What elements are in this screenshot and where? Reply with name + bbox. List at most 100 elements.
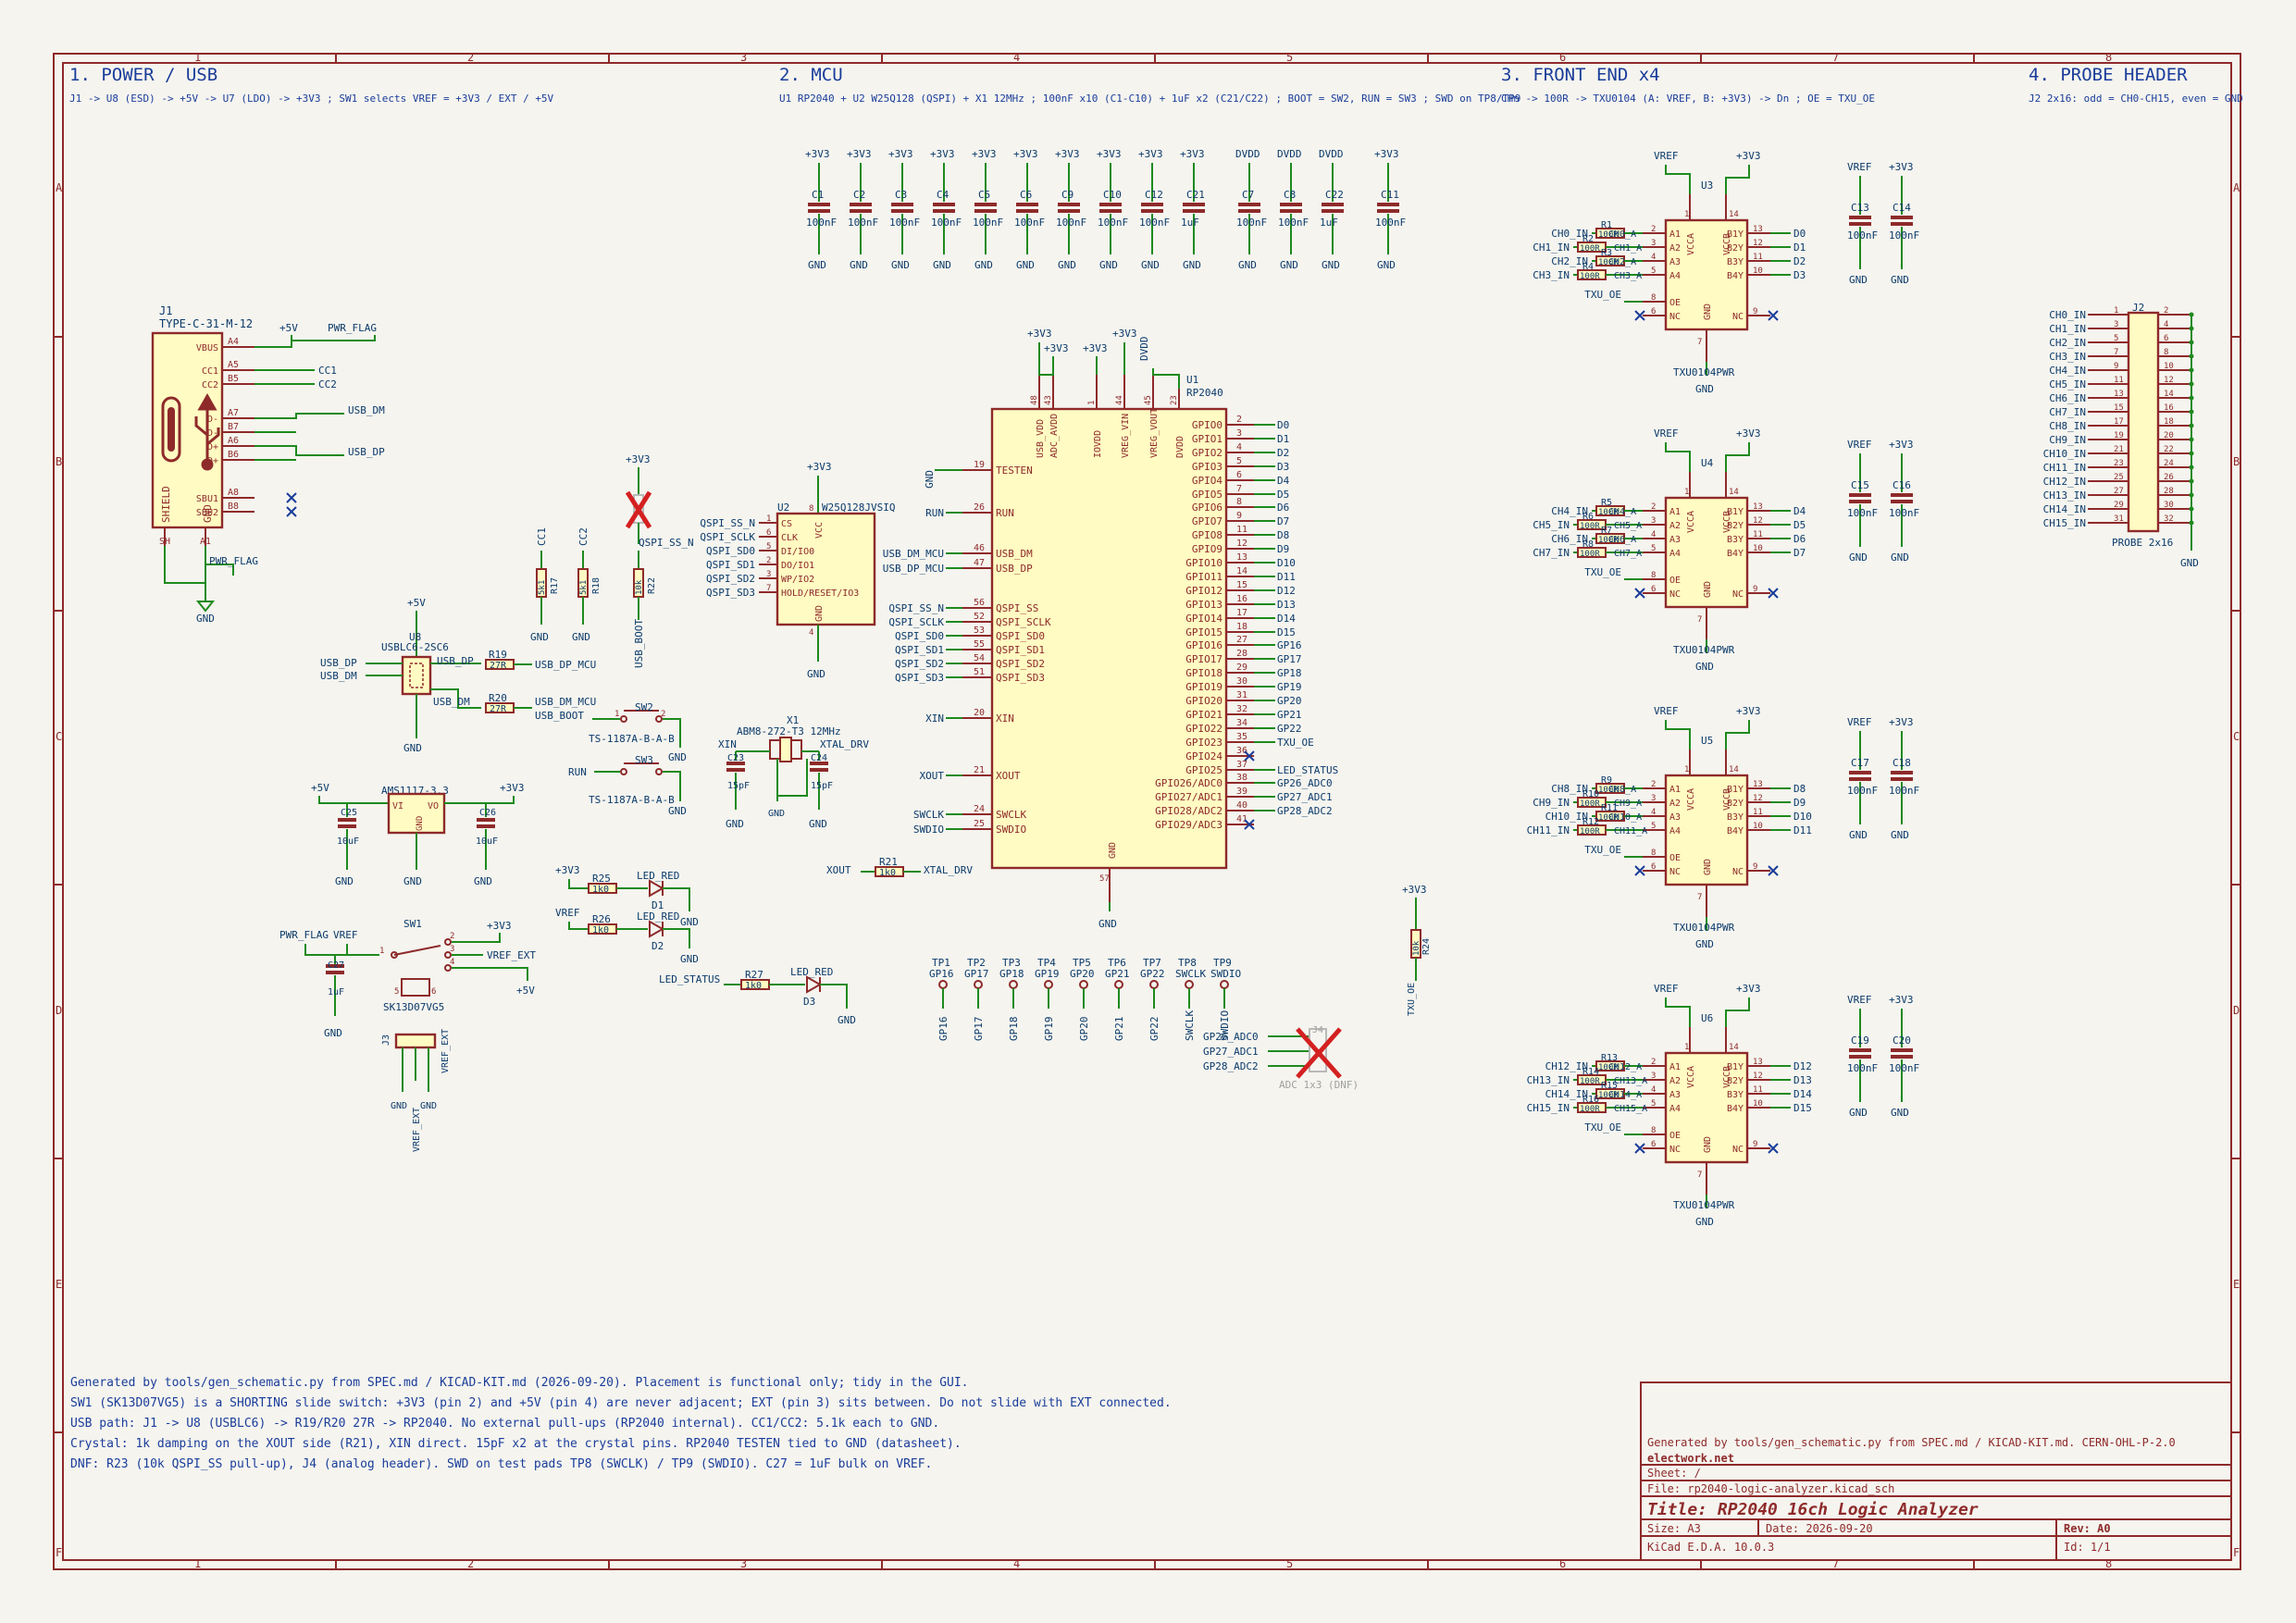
j2-gnd: GND bbox=[2180, 557, 2199, 569]
cap-rail-C8: DVDD bbox=[1277, 148, 1302, 160]
u1-right-pin-name: GPIO5 bbox=[1192, 489, 1222, 501]
u7-gnd: GND bbox=[416, 816, 425, 831]
unit-right-pin-name: NC bbox=[1732, 312, 1744, 322]
u7-gnd-net: GND bbox=[403, 875, 422, 887]
wire bbox=[1725, 997, 1750, 1027]
unit-right-pin-number: 10 bbox=[1753, 266, 1763, 276]
unit-gnd-net-U6: GND bbox=[1695, 1216, 1714, 1228]
u1-right-pin-name: GPIO9 bbox=[1192, 543, 1222, 555]
unit-res-value: 100R bbox=[1598, 1091, 1619, 1100]
probe-odd-pin-number: 5 bbox=[2114, 334, 2118, 343]
unit-gnd-label: GND bbox=[1703, 859, 1713, 875]
unit-right-pin-number: 13 bbox=[1753, 225, 1763, 234]
no-connect-icon bbox=[286, 506, 297, 517]
unit-res-value: 100R bbox=[1580, 1105, 1600, 1114]
unit-gnd-label: GND bbox=[1703, 304, 1713, 320]
cap-ref-C1: C1 bbox=[812, 189, 824, 201]
u2-vcc-pin: 8 bbox=[809, 504, 813, 514]
u1-right-pin-net: GP27_ADC1 bbox=[1277, 791, 1333, 803]
u1-3v3-d: +3V3 bbox=[1112, 328, 1137, 340]
u1-3v3-c: +3V3 bbox=[1083, 342, 1108, 354]
probe-even-pin-number: 26 bbox=[2164, 473, 2174, 482]
junction-dot bbox=[2189, 340, 2194, 345]
usb-dm-mcu-net: USB_DM_MCU bbox=[535, 696, 596, 708]
unit-gnd-net-U4: GND bbox=[1695, 661, 1714, 673]
unit-a-net: CH14_A bbox=[1608, 1090, 1642, 1100]
cap-rail-C21: +3V3 bbox=[1180, 148, 1205, 160]
tp-ref-TP7: TP7 bbox=[1143, 957, 1161, 969]
tb-size: Size: A3 bbox=[1647, 1522, 1701, 1535]
unit-res-ref: R9 bbox=[1601, 775, 1612, 786]
u1-left-pin-name: USB_DP bbox=[996, 563, 1033, 575]
col-marker-bottom-7: 7 bbox=[1832, 1557, 1839, 1570]
u2-body bbox=[776, 512, 876, 626]
vref-ext-net: VREF_EXT bbox=[487, 949, 536, 961]
probe-channel-label: CH0_IN bbox=[2049, 309, 2086, 321]
cap-value-C22: 1uF bbox=[1320, 217, 1338, 229]
u1-right-pin-net: GP19 bbox=[1277, 681, 1302, 693]
row-marker-right-A: A bbox=[2233, 181, 2240, 194]
u1-left-pin-net: SWCLK bbox=[913, 809, 944, 821]
col-marker-bottom-3: 3 bbox=[740, 1557, 747, 1570]
unit-right-pin-number: 9 bbox=[1753, 585, 1757, 594]
unit-vcca-label: VCCA bbox=[1686, 788, 1696, 811]
u1-right-pin-number: 14 bbox=[1236, 566, 1247, 576]
usb-trident-icon bbox=[194, 392, 220, 471]
unit-gnd-pin: 7 bbox=[1697, 893, 1702, 902]
junction-dot bbox=[2189, 312, 2194, 317]
unit-out-net: D1 bbox=[1793, 242, 1806, 254]
unit-out-net: D10 bbox=[1793, 811, 1812, 823]
unit-a-net: CH3_A bbox=[1614, 271, 1642, 281]
unit-left-pin-name: OE bbox=[1669, 853, 1681, 863]
sw2-ref: SW2 bbox=[635, 701, 653, 713]
unit-left-pin-number: 8 bbox=[1651, 1126, 1656, 1135]
cap-rail-C7: DVDD bbox=[1235, 148, 1260, 160]
unit-a-net: CH7_A bbox=[1614, 549, 1642, 559]
u1-right-pin-net: D4 bbox=[1277, 475, 1290, 487]
unit-value-U5: TXU0104PWR bbox=[1673, 922, 1735, 934]
u1-right-pin-number: 30 bbox=[1236, 676, 1247, 687]
unit-in-net: CH4_IN bbox=[1551, 505, 1588, 517]
u1-right-pin-name: GPIO22 bbox=[1185, 723, 1222, 735]
probe-even-pin-number: 30 bbox=[2164, 501, 2174, 510]
probe-channel-label: CH6_IN bbox=[2049, 392, 2086, 404]
unit-left-pin-name: A2 bbox=[1669, 799, 1681, 809]
unit-out-net: D14 bbox=[1793, 1088, 1812, 1100]
unit-left-pin-name: A3 bbox=[1669, 257, 1681, 267]
note-4: Crystal: 1k damping on the XOUT side (R2… bbox=[70, 1437, 962, 1451]
unit-left-pin-name: A3 bbox=[1669, 535, 1681, 545]
unit-left-pin-number: 6 bbox=[1651, 862, 1656, 872]
x1-xtal-drv: XTAL_DRV bbox=[820, 738, 869, 750]
decoupling-capacitors: +3V3C1100nFGND+3V3C2100nFGND+3V3C3100nFG… bbox=[805, 148, 1406, 271]
j1-pin-number: B5 bbox=[228, 374, 239, 384]
wire bbox=[1665, 997, 1691, 1027]
u1-right-pin-name: GPIO8 bbox=[1192, 529, 1222, 541]
c26-ref: C26 bbox=[479, 808, 496, 818]
unit-gnd-label: GND bbox=[1703, 1136, 1713, 1153]
sw2-value: TS-1187A-B-A-B bbox=[589, 733, 675, 745]
unit-cap-value: 100nF bbox=[1847, 229, 1878, 242]
col-marker-top-2: 2 bbox=[467, 51, 474, 64]
unit-out-net: D7 bbox=[1793, 547, 1806, 559]
u1-right-pin-name: GPIO3 bbox=[1192, 461, 1222, 473]
unit-res-ref: R3 bbox=[1601, 248, 1612, 258]
unit-vref-U4: VREF bbox=[1654, 427, 1679, 440]
tp-net-TP1: GP16 bbox=[937, 1017, 949, 1042]
unit-left-pin-number: 3 bbox=[1651, 516, 1656, 526]
junction-dot bbox=[2189, 395, 2194, 401]
cap-gnd-C1: GND bbox=[808, 259, 826, 271]
u1-gnd-label: GND bbox=[1108, 842, 1118, 859]
probe-even-pin-number: 14 bbox=[2164, 390, 2174, 399]
probe-odd-pin-number: 17 bbox=[2114, 417, 2124, 427]
probe-even-pin-number: 8 bbox=[2164, 348, 2168, 357]
unit-left-pin-number: 8 bbox=[1651, 849, 1656, 858]
probe-even-pin-number: 28 bbox=[2164, 487, 2174, 496]
u1-left-pin-number: 55 bbox=[974, 639, 985, 650]
col-marker-top-3: 3 bbox=[740, 51, 747, 64]
r19-ref: R19 bbox=[489, 649, 507, 661]
c27-ref: C27 bbox=[328, 960, 344, 971]
notes: Generated by tools/gen_schematic.py from… bbox=[70, 1376, 1172, 1471]
u2-gnd-net: GND bbox=[807, 668, 825, 680]
unit-right-pin-name: B1Y bbox=[1727, 229, 1744, 240]
